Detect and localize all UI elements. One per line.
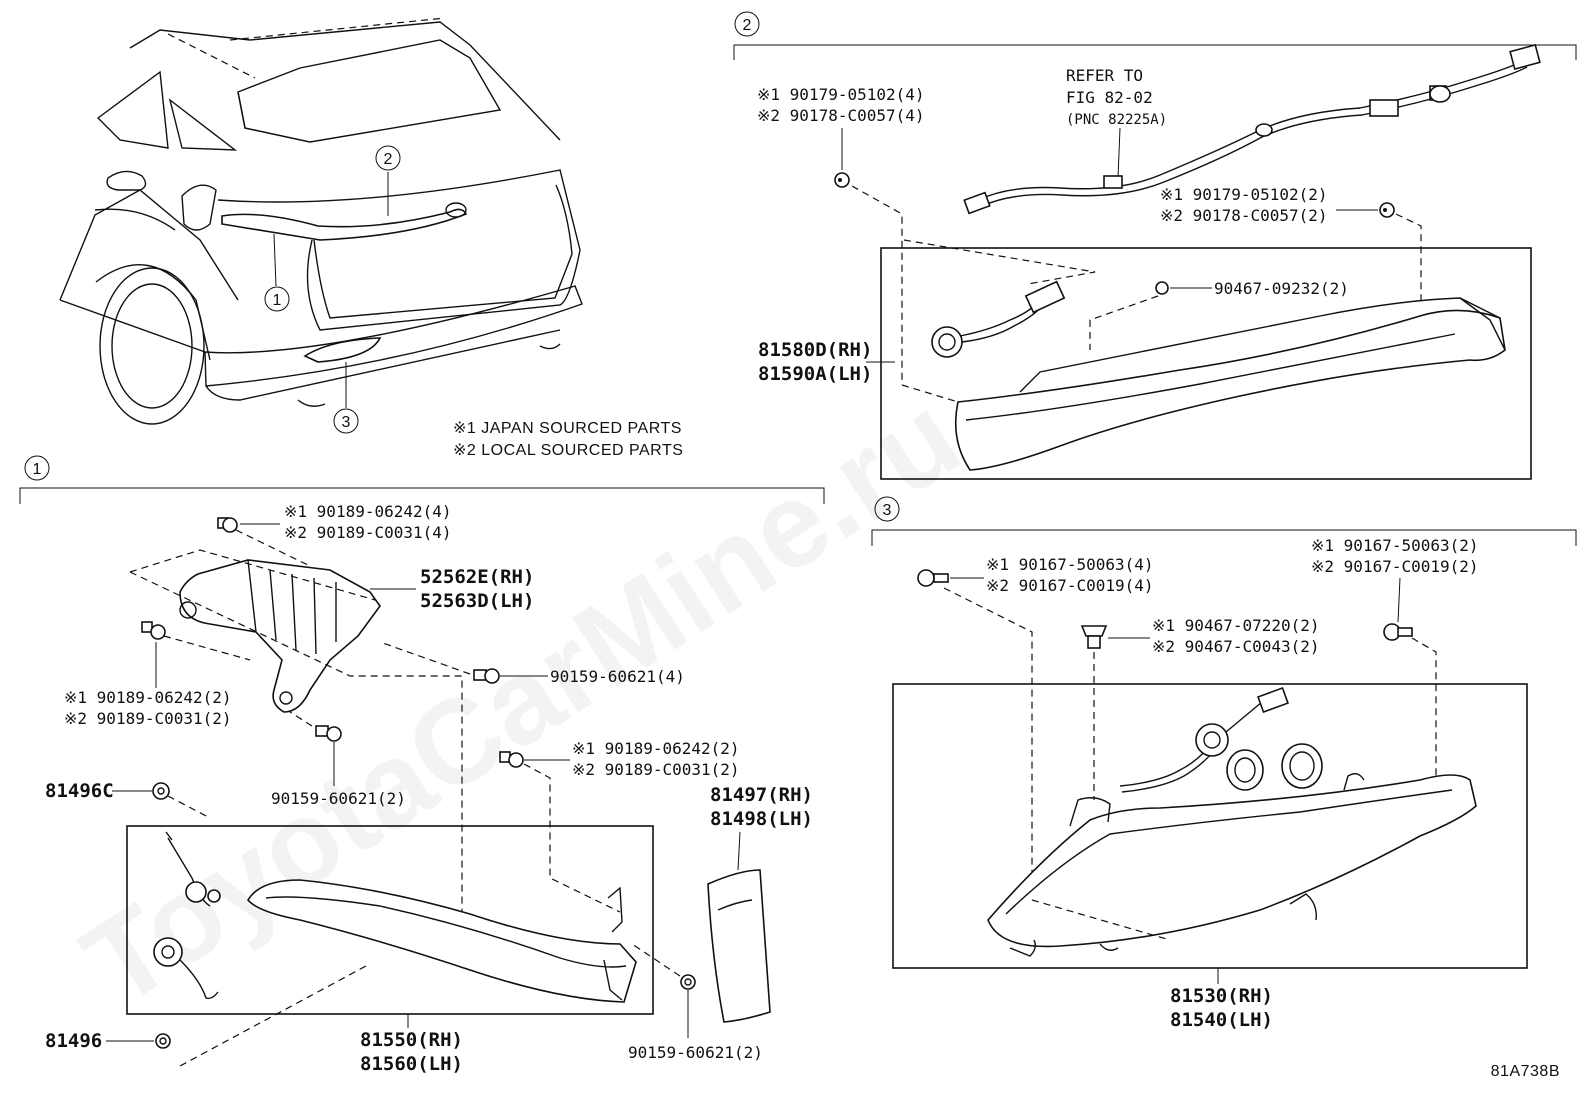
svg-text:52562E(RH): 52562E(RH) (420, 566, 534, 588)
wire-harness (963, 43, 1541, 215)
bolt-3-left-icon[interactable] (917, 569, 949, 587)
svg-text:※1 90167-50063(2): ※1 90167-50063(2) (1311, 536, 1479, 555)
svg-text:81580D(RH): 81580D(RH) (758, 339, 872, 361)
section-2-tail-lamp (901, 297, 1506, 471)
section-1-bolt-mid-label[interactable]: ※1 90189-06242(2) ※2 90189-C0031(2) (524, 739, 740, 779)
svg-text:※1 90189-06242(2): ※1 90189-06242(2) (64, 688, 232, 707)
section-1-bolt-top-label[interactable]: ※1 90189-06242(4) ※2 90189-C0031(4) (240, 502, 452, 542)
vehicle-overview (59, 17, 583, 425)
section-1-bracket-label[interactable]: 52562E(RH) 52563D(LH) (370, 566, 534, 612)
section-1-reflector (707, 869, 771, 1023)
section-1-lamp-box (126, 825, 654, 1015)
section-3-sockets (1119, 687, 1323, 793)
clip-3-icon[interactable] (1080, 625, 1108, 649)
nut-right-icon[interactable] (1379, 202, 1395, 218)
nut-left-icon[interactable] (834, 172, 850, 188)
svg-text:81496C: 81496C (45, 780, 114, 802)
section-1-screw-a-label[interactable]: 90159-60621(4) (500, 667, 685, 686)
svg-text:90159-60621(2): 90159-60621(2) (271, 789, 406, 808)
socket-81496-icon[interactable] (155, 1033, 171, 1049)
svg-text:FIG 82-02: FIG 82-02 (1066, 88, 1153, 107)
svg-text:※1 90167-50063(4): ※1 90167-50063(4) (986, 555, 1154, 574)
svg-text:1: 1 (33, 461, 42, 478)
svg-text:※1 90179-05102(4): ※1 90179-05102(4) (757, 85, 925, 104)
section-1-socket-2-label[interactable]: 81496 (45, 1030, 154, 1052)
section-1-tail-lamp (247, 879, 637, 1003)
svg-text:※2 90178-C0057(2): ※2 90178-C0057(2) (1160, 206, 1328, 225)
section-2-lamp-box (880, 247, 1532, 480)
bolt-mid-icon[interactable] (499, 751, 524, 768)
lamp-bracket (179, 559, 381, 713)
svg-text:※2 90167-C0019(4): ※2 90167-C0019(4) (986, 576, 1154, 595)
section-3-lamp-box (892, 683, 1528, 969)
svg-text:※1 90189-06242(2): ※1 90189-06242(2) (572, 739, 740, 758)
section-2-lamp-label[interactable]: 81580D(RH) 81590A(LH) (758, 339, 895, 385)
svg-text:(PNC 82225A): (PNC 82225A) (1066, 112, 1167, 128)
svg-text:81496: 81496 (45, 1030, 102, 1052)
svg-text:81530(RH): 81530(RH) (1170, 985, 1273, 1007)
svg-text:※2 90189-C0031(2): ※2 90189-C0031(2) (572, 760, 740, 779)
bolt-top-icon[interactable] (217, 517, 238, 533)
svg-text:※1 90189-06242(4): ※1 90189-06242(4) (284, 502, 452, 521)
overview-callout-1[interactable]: 1 (264, 233, 290, 312)
section-3-lamp-label[interactable]: 81530(RH) 81540(LH) (1170, 968, 1273, 1031)
svg-text:90467-09232(2): 90467-09232(2) (1214, 279, 1349, 298)
svg-text:81590A(LH): 81590A(LH) (758, 363, 872, 385)
svg-text:※2 90467-C0043(2): ※2 90467-C0043(2) (1152, 637, 1320, 656)
svg-text:2: 2 (384, 151, 393, 168)
svg-text:81550(RH): 81550(RH) (360, 1029, 463, 1051)
section-1-header: 1 (19, 455, 825, 504)
section-2-header: 2 (733, 11, 1577, 60)
svg-text:3: 3 (342, 414, 351, 431)
svg-text:2: 2 (743, 17, 752, 34)
svg-text:※1 90179-05102(2): ※1 90179-05102(2) (1160, 185, 1328, 204)
socket-81496c-icon[interactable] (152, 782, 170, 800)
section-1-bolt-left-label[interactable]: ※1 90189-06242(2) ※2 90189-C0031(2) (64, 642, 232, 728)
section-1-screw-c-label[interactable]: 90159-60621(2) (628, 990, 763, 1062)
section-1-reflector-label[interactable]: 81497(RH) 81498(LH) (710, 784, 813, 871)
svg-text:REFER TO: REFER TO (1066, 66, 1143, 85)
section-1-lamp-label[interactable]: 81550(RH) 81560(LH) (360, 1014, 463, 1075)
screw-a-icon[interactable] (473, 668, 500, 684)
svg-text:※1 90467-07220(2): ※1 90467-07220(2) (1152, 616, 1320, 635)
svg-text:※2 90189-C0031(4): ※2 90189-C0031(4) (284, 523, 452, 542)
svg-text:※2 90178-C0057(4): ※2 90178-C0057(4) (757, 106, 925, 125)
section-2-refer-note: REFER TO FIG 82-02 (PNC 82225A) (1066, 66, 1167, 179)
section-1-socket-1-label[interactable]: 81496C (45, 780, 152, 802)
svg-text:90159-60621(2): 90159-60621(2) (628, 1043, 763, 1062)
note-japan-sourced: ※1 JAPAN SOURCED PARTS (453, 420, 682, 437)
section-2-nut-left-label[interactable]: ※1 90179-05102(4) ※2 90178-C0057(4) (757, 85, 925, 170)
svg-text:※2 90167-C0019(2): ※2 90167-C0019(2) (1311, 557, 1479, 576)
svg-text:3: 3 (883, 502, 892, 519)
svg-text:1: 1 (273, 292, 282, 309)
svg-text:52563D(LH): 52563D(LH) (420, 590, 534, 612)
note-local-sourced: ※2 LOCAL SOURCED PARTS (453, 442, 683, 459)
bolt-3-right-icon[interactable] (1383, 623, 1413, 641)
section-2-nut-right-label[interactable]: ※1 90179-05102(2) ※2 90178-C0057(2) (1160, 185, 1378, 225)
overview-callout-3[interactable]: 3 (333, 362, 359, 434)
screw-b-icon[interactable] (315, 725, 342, 742)
section-2-socket (931, 280, 1066, 358)
svg-text:81497(RH): 81497(RH) (710, 784, 813, 806)
overview-callout-2[interactable]: 2 (375, 145, 401, 216)
section-1-screw-b-label[interactable]: 90159-60621(2) (271, 742, 406, 808)
section-1-socket-wire (153, 831, 221, 1000)
svg-text:90159-60621(4): 90159-60621(4) (550, 667, 685, 686)
section-3-clip-label[interactable]: ※1 90467-07220(2) ※2 90467-C0043(2) (1108, 616, 1320, 656)
section-3-fog-lamp (987, 773, 1477, 957)
section-3-header: 3 (871, 496, 1577, 546)
section-3-bolt-right-label[interactable]: ※1 90167-50063(2) ※2 90167-C0019(2) (1311, 536, 1479, 623)
bolt-left-icon[interactable] (141, 621, 166, 640)
figure-code: 81A738B (1491, 1063, 1560, 1080)
svg-text:※2 90189-C0031(2): ※2 90189-C0031(2) (64, 709, 232, 728)
section-3-bolt-left-label[interactable]: ※1 90167-50063(4) ※2 90167-C0019(4) (950, 555, 1154, 595)
screw-c-icon[interactable] (680, 974, 696, 990)
svg-text:81498(LH): 81498(LH) (710, 808, 813, 830)
svg-text:81540(LH): 81540(LH) (1170, 1009, 1273, 1031)
section-2-clip-label[interactable]: 90467-09232(2) (1155, 279, 1349, 298)
svg-text:81560(LH): 81560(LH) (360, 1053, 463, 1075)
